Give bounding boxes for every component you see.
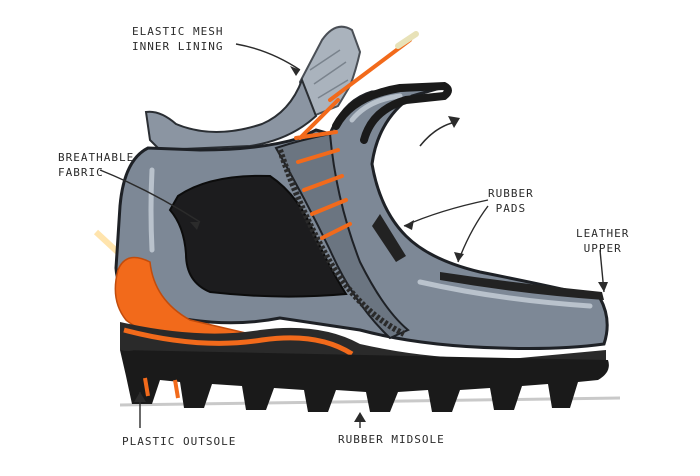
label-rubber-midsole: Rubber Midsole xyxy=(338,433,445,446)
inner-lining-texture xyxy=(309,49,349,99)
outsole xyxy=(120,350,609,412)
rubber-pad-lower xyxy=(440,272,604,300)
laces xyxy=(294,38,412,240)
midsole-orange-stripe xyxy=(123,327,354,357)
arrow-midsole xyxy=(354,412,366,422)
arrow-elastic-mesh xyxy=(290,66,300,76)
motion-arrow xyxy=(419,121,457,147)
breathable-fabric-panel xyxy=(168,174,348,298)
arrow-rubber-pads xyxy=(404,220,414,230)
arrow-breathable xyxy=(190,222,200,230)
collar-back xyxy=(144,77,318,152)
label-leather-upper: Leather Upper xyxy=(576,227,630,255)
rubber-pad-upper xyxy=(372,214,406,262)
leader-elastic-mesh xyxy=(235,43,301,71)
lace-tip xyxy=(395,31,419,49)
label-breathable-fabric: Breathable Fabric xyxy=(58,151,135,179)
arrow-rubber-pads-2 xyxy=(454,252,464,262)
arrow-leather xyxy=(598,282,608,292)
leader-rubber-pads-2 xyxy=(457,205,489,263)
label-rubber-pads: Rubber Pads xyxy=(488,187,534,215)
outsole-orange-lugs xyxy=(143,377,180,399)
upper-highlight xyxy=(148,93,593,309)
collar-edge xyxy=(332,81,452,144)
label-plastic-outsole: Plastic Outsole xyxy=(122,435,237,448)
zipper xyxy=(277,149,406,337)
label-elastic-mesh: Elastic Mesh Inner Lining xyxy=(132,25,224,53)
midsole xyxy=(120,322,606,368)
leader-rubber-pads-1 xyxy=(403,199,489,227)
arrow-outsole xyxy=(134,392,146,402)
motion-arrow-head xyxy=(448,116,460,128)
leader-breathable-fabric xyxy=(99,169,201,223)
